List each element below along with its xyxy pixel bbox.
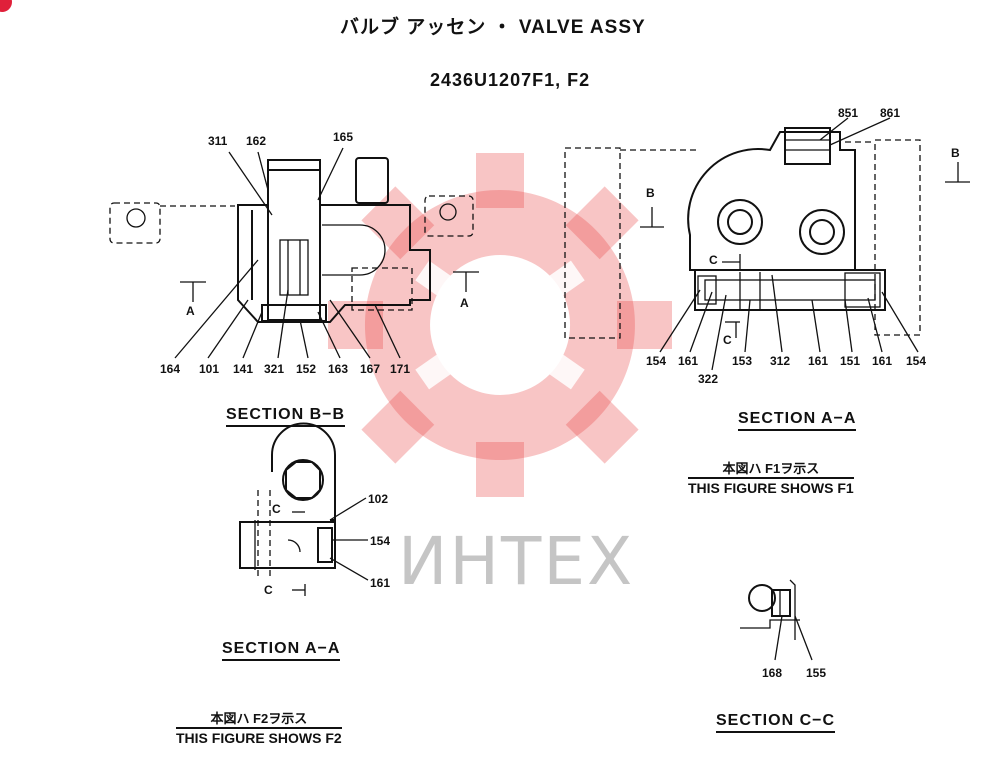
callout-153: 153 (732, 354, 753, 368)
callout-171: 171 (390, 362, 411, 376)
callout-321: 321 (264, 362, 285, 376)
section-aa-f1-title: SECTION A−A (738, 410, 857, 431)
section-aa-f2-drawing (239, 422, 369, 596)
cut-mark-b-left: B (646, 186, 655, 200)
callout-164: 164 (160, 362, 181, 376)
callout-165: 165 (333, 130, 354, 144)
section-aa-f1-drawing (564, 117, 970, 371)
callout-155: 155 (806, 666, 827, 680)
section-cc-title: SECTION C−C (716, 712, 836, 733)
note-f2-en: THIS FIGURE SHOWS F2 (176, 730, 342, 746)
callout-161-a: 161 (678, 354, 699, 368)
callout-102: 102 (368, 492, 389, 506)
cut-mark-a-left: A (186, 304, 195, 318)
callout-312: 312 (770, 354, 791, 368)
cut-mark-c-f2-bottom: C (264, 583, 273, 597)
callout-851: 851 (838, 106, 859, 120)
note-f1-en: THIS FIGURE SHOWS F1 (688, 480, 854, 496)
callout-151: 151 (840, 354, 861, 368)
callout-141: 141 (233, 362, 254, 376)
cut-mark-c-top: C (709, 253, 718, 267)
note-f2: 本図ハ F2ヲ示ス THIS FIGURE SHOWS F2 (176, 708, 342, 746)
section-bb-drawing (109, 147, 479, 359)
callout-161-c: 161 (872, 354, 893, 368)
cut-mark-a-right: A (460, 296, 469, 310)
callout-167: 167 (360, 362, 381, 376)
callout-161-f2: 161 (370, 576, 391, 590)
callout-101: 101 (199, 362, 220, 376)
callout-322: 322 (698, 372, 719, 386)
section-bb-title: SECTION B−B (226, 406, 346, 427)
callout-154-f2: 154 (370, 534, 391, 548)
callout-163: 163 (328, 362, 349, 376)
cut-mark-b-right: B (951, 146, 960, 160)
callout-311: 311 (208, 134, 228, 148)
section-cc-drawing (740, 579, 813, 661)
watermark-text: ИНТЕХ (398, 523, 635, 600)
callout-168: 168 (762, 666, 783, 680)
section-aa-f2-title: SECTION A−A (222, 640, 341, 661)
corner-badge-icon (0, 0, 12, 12)
part-number: 2436U1207F1, F2 (430, 70, 591, 90)
note-f1-jp: 本図ハ F1ヲ示ス (688, 458, 854, 479)
cut-mark-c-bottom: C (723, 333, 732, 347)
callout-154-left: 154 (646, 354, 667, 368)
callout-161-b: 161 (808, 354, 829, 368)
callout-861: 861 (880, 106, 901, 120)
note-f2-jp: 本図ハ F2ヲ示ス (176, 708, 342, 729)
callout-152: 152 (296, 362, 317, 376)
page-title: バルブ アッセン ・ VALVE ASSY (340, 17, 646, 38)
cut-mark-c-f2-top: C (272, 502, 281, 516)
callout-154-right: 154 (906, 354, 927, 368)
note-f1: 本図ハ F1ヲ示ス THIS FIGURE SHOWS F1 (688, 458, 854, 496)
callout-162: 162 (246, 134, 267, 148)
